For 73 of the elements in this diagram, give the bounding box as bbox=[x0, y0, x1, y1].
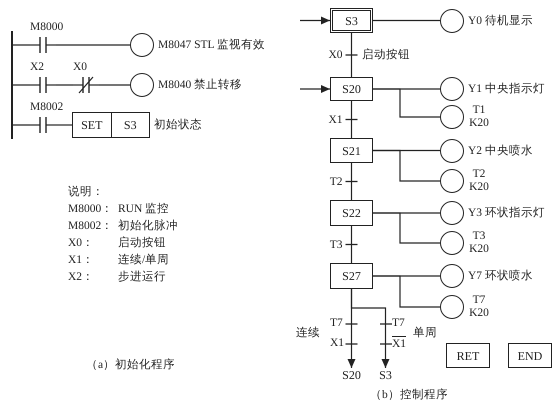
jump-target-label: S3 bbox=[372, 368, 398, 383]
connector-line bbox=[56, 124, 72, 126]
connector-line bbox=[13, 44, 30, 46]
transition-condition: T7 bbox=[330, 316, 343, 330]
contact-label: X2 bbox=[30, 61, 44, 74]
connector-line bbox=[373, 150, 440, 182]
connector-line bbox=[13, 84, 30, 86]
branch-label: 连续 bbox=[296, 326, 320, 340]
legend-text: RUN 监控 bbox=[118, 202, 170, 216]
connector-line bbox=[350, 163, 352, 200]
step-box bbox=[330, 138, 373, 163]
legend-heading: 说明： bbox=[68, 185, 104, 199]
arrow bbox=[300, 85, 330, 93]
transition-condition: T3 bbox=[330, 238, 342, 252]
legend-text: X2： bbox=[68, 270, 94, 284]
legend-text: M8002： bbox=[68, 219, 114, 233]
coil-label: M8047 STL 监视有效 bbox=[158, 38, 265, 52]
legend-text: 连续/单周 bbox=[118, 253, 170, 267]
connector-line bbox=[350, 226, 352, 263]
contact-label: M8000 bbox=[30, 21, 64, 34]
coil-label: Y1 中央指示灯 bbox=[468, 82, 545, 96]
connector-line bbox=[373, 212, 440, 244]
step-name: S3 bbox=[344, 12, 359, 30]
coil-label: Y7 环状喷水 bbox=[468, 269, 533, 283]
connector-line bbox=[373, 88, 440, 118]
connector-line bbox=[56, 44, 130, 46]
instruction-box: END bbox=[508, 343, 552, 368]
timer-setting: T7 K20 bbox=[468, 294, 490, 320]
transition-condition: T7 bbox=[392, 316, 405, 330]
transition-condition: X1 bbox=[392, 336, 406, 351]
connector-line bbox=[350, 101, 352, 138]
branch-label: 单周 bbox=[413, 326, 437, 340]
caption: （b）控制程序 bbox=[370, 388, 448, 402]
coil-label: 初始状态 bbox=[154, 118, 202, 132]
connector-line bbox=[350, 33, 352, 77]
contact-label: M8002 bbox=[30, 101, 64, 114]
connector-line bbox=[373, 20, 440, 22]
coil-label: Y2 中央喷水 bbox=[468, 144, 533, 158]
step-name: S20 bbox=[341, 81, 362, 98]
connector-line bbox=[99, 84, 130, 86]
set-instruction-box bbox=[72, 112, 150, 138]
step-box bbox=[330, 263, 373, 289]
instruction-box: RET bbox=[446, 343, 490, 368]
instruction-text: SET bbox=[80, 117, 104, 134]
caption: （a）初始化程序 bbox=[86, 358, 176, 372]
transition-note: 启动按钮 bbox=[362, 48, 410, 62]
coil-label: Y0 待机显示 bbox=[468, 14, 533, 28]
step-name: S21 bbox=[341, 142, 362, 160]
coil-label: Y3 环状指示灯 bbox=[468, 206, 545, 220]
step-box bbox=[330, 77, 373, 101]
legend-text: X1： bbox=[68, 253, 94, 267]
legend-text: X0： bbox=[68, 236, 94, 250]
connector-line bbox=[56, 84, 73, 86]
timer-setting: T2 K20 bbox=[468, 168, 490, 194]
transition-condition: X1 bbox=[330, 336, 344, 350]
step-name: S27 bbox=[341, 268, 362, 285]
step-name: S22 bbox=[341, 205, 362, 222]
legend-text: 启动按钮 bbox=[118, 236, 166, 250]
initial-step-box bbox=[330, 8, 373, 33]
contact-label: X0 bbox=[73, 61, 88, 74]
legend-text: M8000： bbox=[68, 202, 114, 216]
coil-label: M8040 禁止转移 bbox=[158, 78, 242, 92]
legend-text: 初始化脉冲 bbox=[118, 219, 178, 233]
legend-text: 步进运行 bbox=[118, 270, 166, 284]
connector-line bbox=[373, 275, 440, 308]
timer-setting: T3 K20 bbox=[468, 230, 490, 256]
timer-setting: T1 K20 bbox=[468, 104, 490, 130]
connector-line bbox=[13, 124, 30, 126]
step-box bbox=[330, 200, 373, 226]
arrow bbox=[300, 16, 330, 24]
arrow bbox=[350, 289, 390, 368]
jump-target-label: S20 bbox=[338, 368, 366, 383]
operand-text: S3 bbox=[110, 113, 149, 137]
